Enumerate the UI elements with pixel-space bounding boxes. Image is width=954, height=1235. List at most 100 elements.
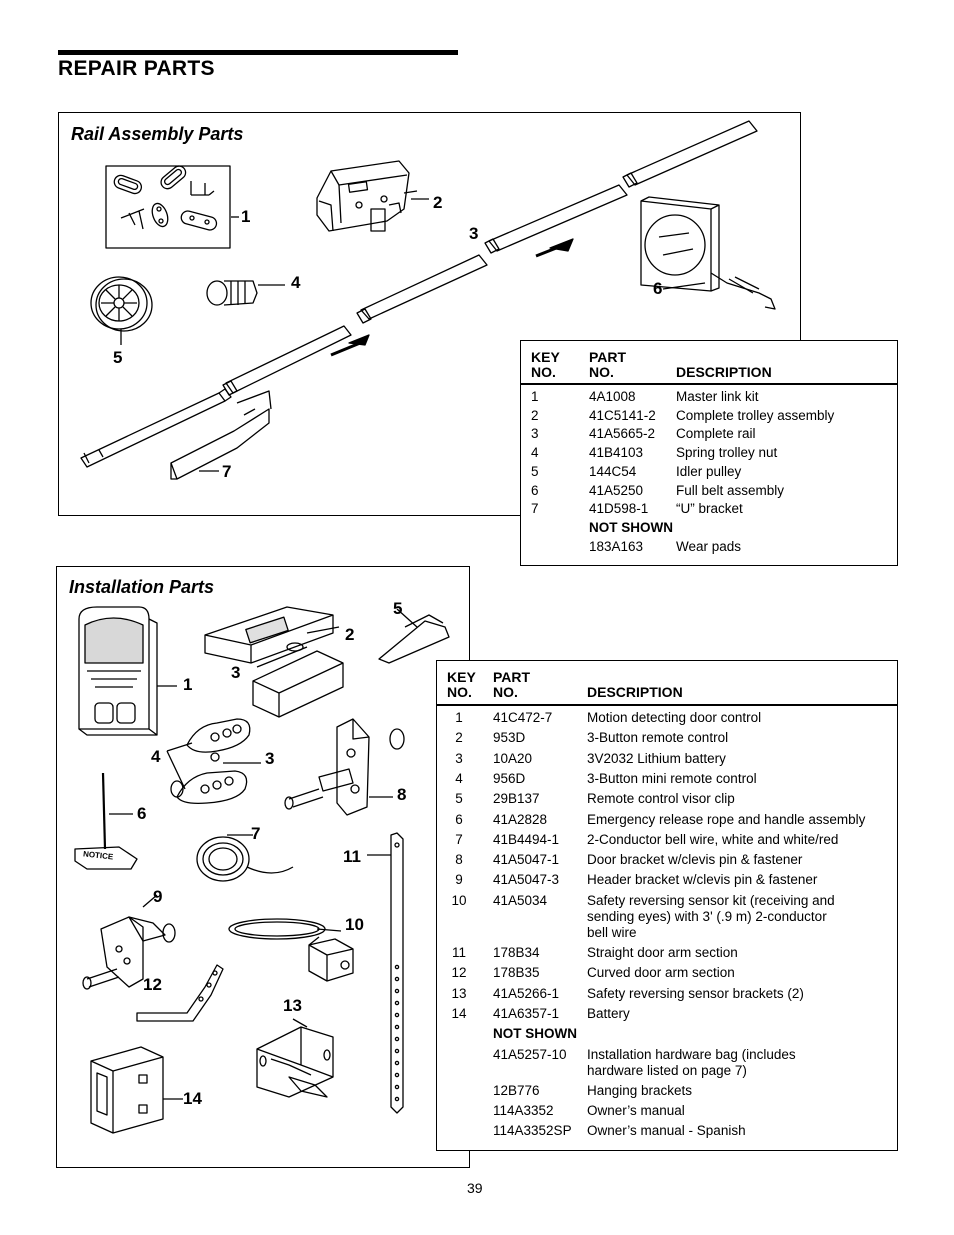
part-cell: 953D	[493, 730, 526, 746]
description-cell: Safety reversing sensor brackets (2)	[587, 985, 804, 1001]
key-cell: 14	[451, 1005, 467, 1021]
description-cell: Idler pulley	[676, 463, 742, 479]
not-shown-heading: NOT SHOWN	[493, 1026, 577, 1042]
key-cell: 8	[455, 852, 463, 868]
part-cell: 41A5034	[493, 892, 548, 908]
part-cell: 41A5250	[589, 482, 644, 498]
part-cell: 41B4494-1	[493, 831, 560, 847]
part-cell: 29B137	[493, 791, 540, 807]
description-cell: Emergency release rope and handle assemb…	[587, 811, 866, 827]
part-cell: 114A3352SP	[493, 1123, 572, 1139]
description-cell: Battery	[587, 1005, 630, 1021]
part-cell: 41A5047-3	[493, 872, 560, 888]
safety-sensor-drawing	[228, 918, 354, 982]
part-cell: 183A163	[589, 538, 644, 554]
key-cell: 12	[451, 965, 467, 981]
part-cell: 41A6357-1	[493, 1005, 560, 1021]
rail-col-part: PART NO.	[589, 349, 627, 380]
install-callout-4: 4	[151, 747, 161, 766]
rail-callout-6: 6	[653, 279, 663, 298]
rail-assembly-illustration	[80, 120, 776, 480]
description-cell: Complete rail	[676, 426, 756, 442]
part-cell: 4A1008	[589, 389, 636, 404]
part-cell: 41A5665-2	[589, 426, 656, 442]
install-callout-7: 7	[251, 824, 261, 843]
key-cell: 13	[451, 985, 467, 1001]
install-callout-3a: 3	[231, 663, 241, 682]
sensor-bracket-drawing	[256, 1018, 334, 1098]
key-cell: 5	[455, 791, 463, 807]
header-rule	[58, 50, 458, 55]
description-cell: Curved door arm section	[587, 965, 735, 981]
description-cell: Installation hardware bag (includes hard…	[587, 1046, 796, 1078]
part-cell: 12B776	[493, 1082, 540, 1098]
description-cell: Header bracket w/clevis pin & fastener	[587, 872, 818, 888]
install-callout-9: 9	[153, 887, 163, 906]
key-cell: 2	[531, 407, 539, 423]
part-cell: 41A5266-1	[493, 985, 560, 1001]
key-cell: 3	[455, 750, 463, 766]
description-cell: 2-Conductor bell wire, white and white/r…	[587, 831, 839, 847]
part-cell: 41A5047-1	[493, 852, 560, 868]
description-cell: Master link kit	[676, 389, 759, 404]
key-cell: 5	[531, 463, 539, 479]
bell-wire-drawing	[196, 834, 294, 882]
install-callout-1: 1	[183, 675, 193, 694]
rail-col-key: KEY NO.	[531, 349, 560, 380]
part-cell: 41C472-7	[493, 710, 553, 725]
part-cell: 178B34	[493, 945, 540, 960]
installation-illustration	[74, 606, 450, 1134]
install-callout-2: 2	[345, 625, 355, 644]
description-cell: Wear pads	[676, 538, 742, 554]
battery-drawing	[90, 1046, 183, 1134]
description-cell: 3-Button mini remote control	[587, 770, 757, 786]
master-link-kit-drawing	[105, 165, 239, 249]
key-cell: 6	[455, 811, 463, 827]
rail-callout-2: 2	[433, 193, 443, 212]
door-control-drawing	[78, 606, 177, 736]
rail-col-desc: DESCRIPTION	[676, 364, 772, 380]
part-cell: 41D598-1	[589, 501, 649, 517]
description-cell: Spring trolley nut	[676, 445, 778, 461]
install-callout-13: 13	[283, 996, 302, 1015]
rail-header-rule	[521, 383, 897, 385]
install-col-desc: DESCRIPTION	[587, 684, 683, 700]
key-cell: 7	[531, 501, 539, 517]
install-col-part: PART NO.	[493, 669, 531, 700]
install-callout-14: 14	[183, 1089, 202, 1108]
part-cell: 10A20	[493, 750, 533, 766]
header-bracket-drawing	[82, 894, 176, 990]
rail-callout-7: 7	[222, 462, 232, 481]
key-cell: 2	[455, 730, 463, 746]
description-cell: Owner’s manual	[587, 1103, 685, 1119]
install-callout-6: 6	[137, 804, 147, 823]
description-cell: Motion detecting door control	[587, 710, 762, 725]
part-cell: 114A3352	[493, 1103, 554, 1119]
idler-pulley-drawing	[90, 276, 153, 345]
install-col-key: KEY NO.	[447, 669, 476, 700]
key-cell: 4	[455, 770, 463, 786]
part-cell: 144C54	[589, 463, 637, 479]
rail-assembly-title: Rail Assembly Parts	[71, 124, 244, 144]
description-cell: 3V2032 Lithium battery	[587, 750, 726, 766]
part-cell: 41B4103	[589, 445, 644, 461]
rail-sections-drawing	[80, 120, 758, 468]
install-callout-8: 8	[397, 785, 407, 804]
description-cell: Hanging brackets	[587, 1082, 693, 1098]
door-bracket-drawing	[284, 718, 405, 816]
straight-arm-drawing	[367, 832, 404, 1114]
key-cell: 7	[455, 831, 463, 847]
curved-arm-drawing	[136, 964, 224, 1022]
key-cell: 3	[531, 426, 539, 442]
spring-nut-drawing	[206, 280, 285, 306]
rail-assembly-panel: Rail Assembly Parts	[58, 112, 801, 516]
trolley-drawing	[316, 160, 429, 232]
description-cell: Full belt assembly	[676, 482, 785, 498]
visor-clip-drawing	[378, 608, 450, 664]
description-cell: Straight door arm section	[587, 945, 738, 960]
description-cell: Complete trolley assembly	[676, 407, 835, 423]
part-cell: 41A2828	[493, 811, 548, 827]
mini-remote-drawing	[166, 718, 261, 805]
